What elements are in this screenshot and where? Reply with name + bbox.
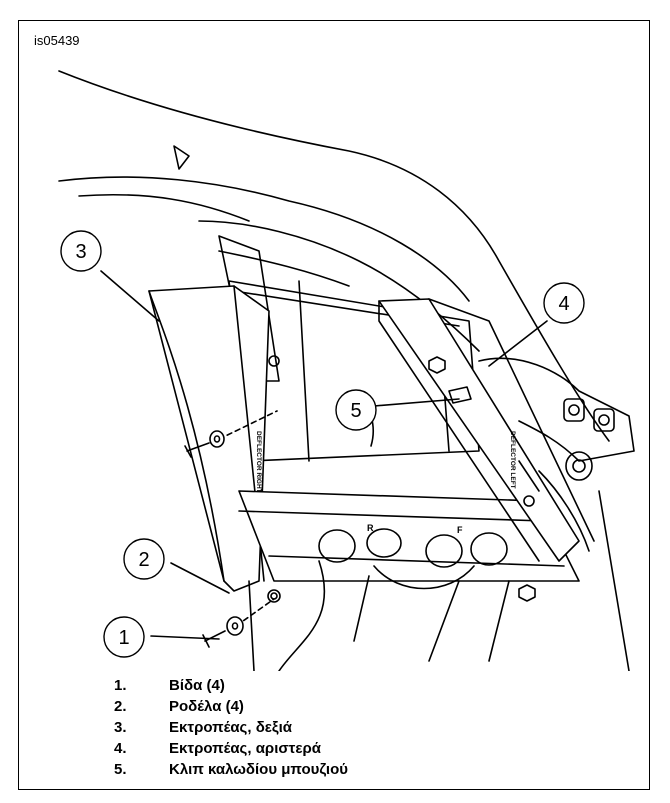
figure-frame: is05439 [18,20,650,790]
callout-label-4: 4 [558,293,569,315]
callout-circle-1 [103,616,145,658]
legend-number: 5. [114,761,127,778]
callout-label-2: 2 [138,549,149,571]
legend-text: Κλιπ καλωδίου μπουζιού [169,761,348,778]
stamp-deflector-right: DEFLECTOR RIGHT [255,431,262,493]
legend-item: 3. Εκτροπέας, δεξιά [19,719,649,740]
legend-item: 5. Κλιπ καλωδίου μπουζιού [19,761,649,782]
legend-text: Βίδα (4) [169,677,225,694]
legend-text: Ροδέλα (4) [169,698,244,715]
frame-letter-r: R [367,523,374,533]
callout-label-3: 3 [75,241,86,263]
stamp-deflector-left: DEFLECTOR LEFT [509,431,516,489]
callout-circle-5 [335,389,377,431]
callout-label-1: 1 [118,627,129,649]
legend-number: 4. [114,740,127,757]
deflector-installation-illustration: 3 4 5 2 1 DEFLECTOR RIGHT DEFLECTOR LEFT… [58,70,635,671]
parts-legend: 1. Βίδα (4) 2. Ροδέλα (4) 3. Εκτροπέας, … [19,677,649,782]
legend-item: 2. Ροδέλα (4) [19,698,649,719]
figure-id: is05439 [34,33,80,48]
frame-letter-f: F [457,525,463,535]
callout-label-5: 5 [350,400,361,422]
legend-item: 4. Εκτροπέας, αριστερά [19,740,649,761]
legend-text: Εκτροπέας, αριστερά [169,740,321,757]
callout-circle-2 [123,538,165,580]
legend-text: Εκτροπέας, δεξιά [169,719,292,736]
legend-number: 1. [114,677,127,694]
callout-circle-3 [60,230,102,272]
legend-item: 1. Βίδα (4) [19,677,649,698]
legend-number: 2. [114,698,127,715]
legend-number: 3. [114,719,127,736]
callout-circle-4 [543,282,585,324]
